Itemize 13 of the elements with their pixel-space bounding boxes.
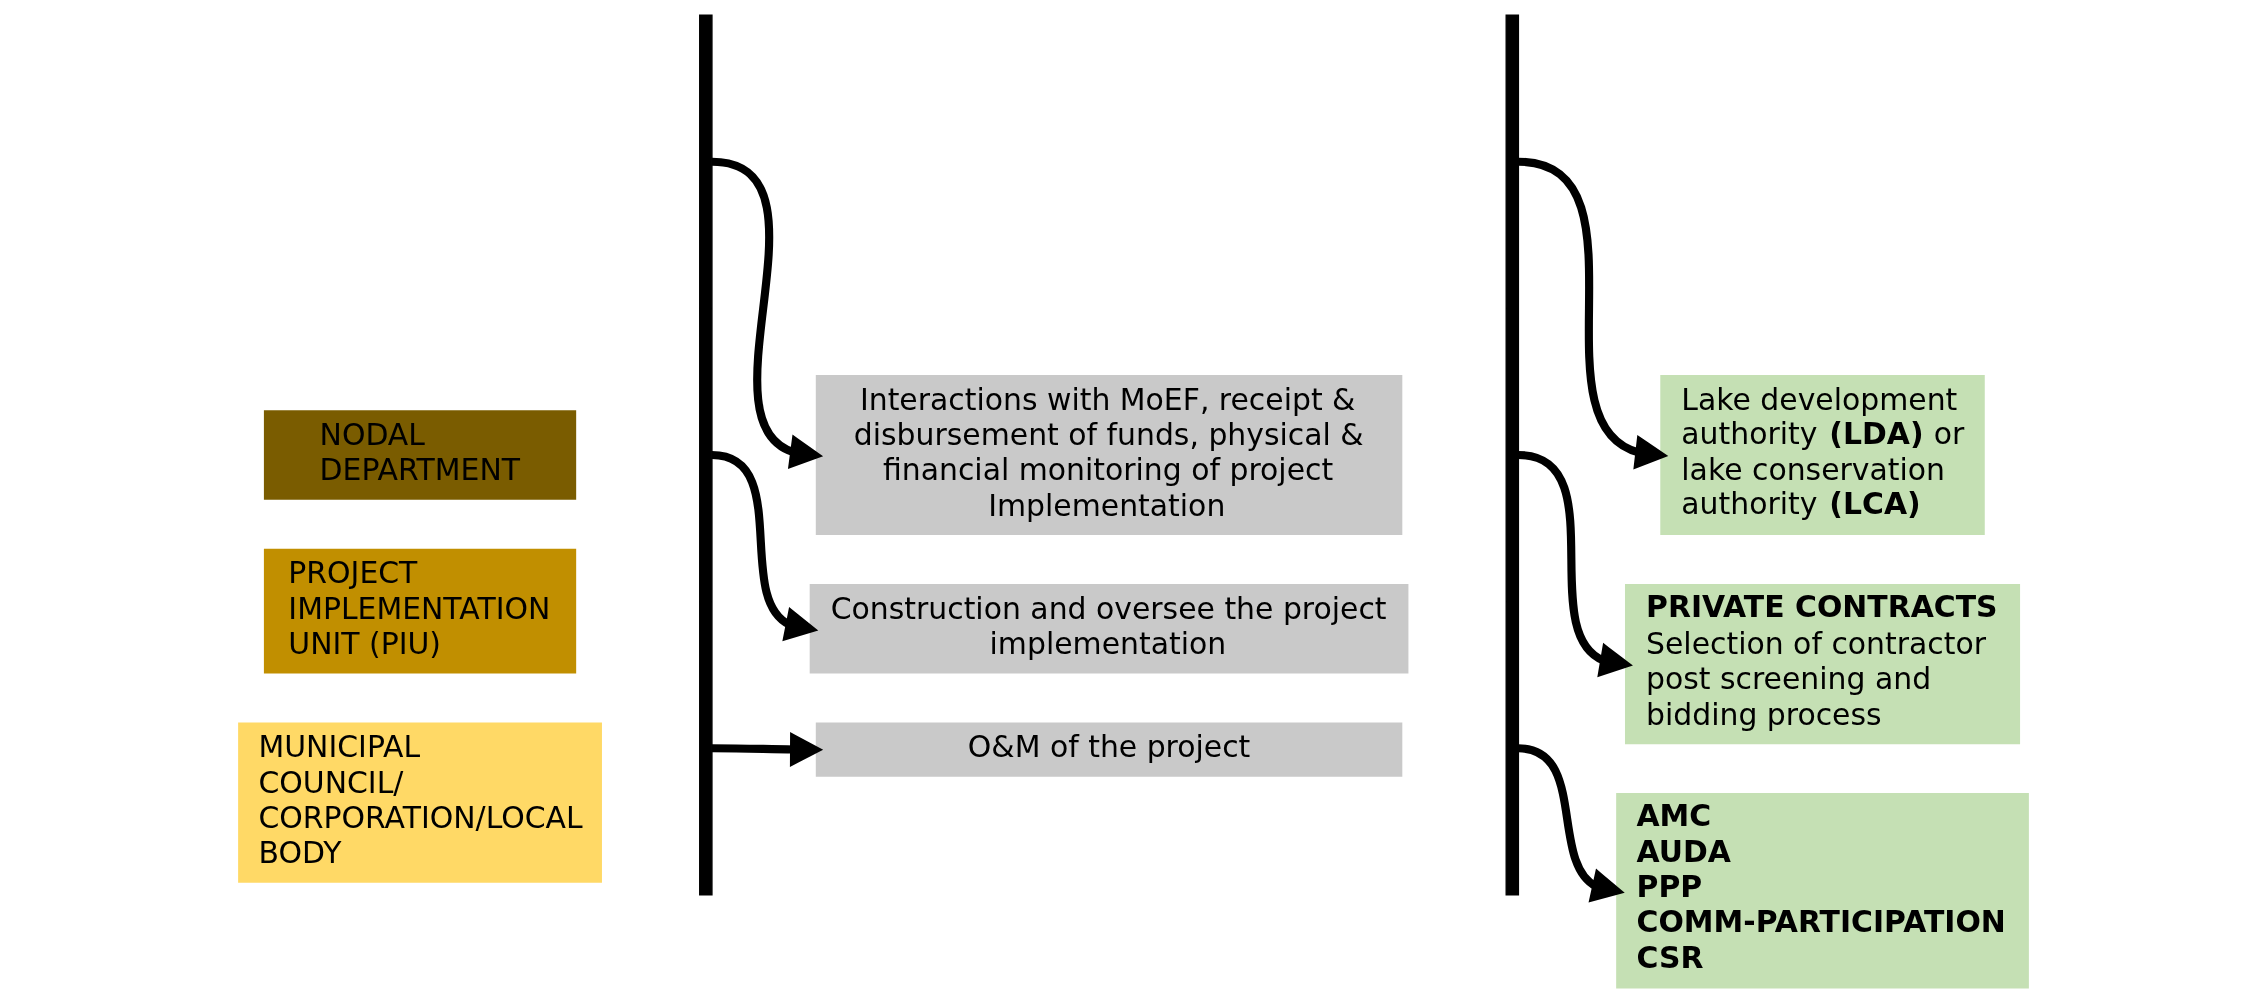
node-box: O&M of the project <box>815 721 1402 777</box>
node-box: Lake development authority (LDA) or lake conservation authority (LCA) <box>1659 374 1985 535</box>
node-box: NODAL DEPARTMENT <box>263 409 576 500</box>
arrow <box>1517 450 1633 677</box>
node-box: Interactions with MoEF, receipt & disbursement of funds, physical & financial monitoring of project Implementation <box>815 374 1402 535</box>
node-box: PRIVATE CONTRACTS Selection of contractor post screening and bidding process <box>1624 583 2020 744</box>
node-box: AMC AUDA PPP COMM-PARTICIPATION CSR <box>1615 792 2029 989</box>
arrow <box>1517 157 1668 470</box>
arrow <box>711 731 823 767</box>
node-box: MUNICIPAL COUNCIL/ CORPORATION/LOCAL BODY <box>237 721 602 883</box>
node-box: Construction and oversee the project implementation <box>809 583 1408 674</box>
node-box: PROJECT IMPLEMENTATION UNIT (PIU) <box>263 548 576 674</box>
arrow <box>710 157 823 469</box>
